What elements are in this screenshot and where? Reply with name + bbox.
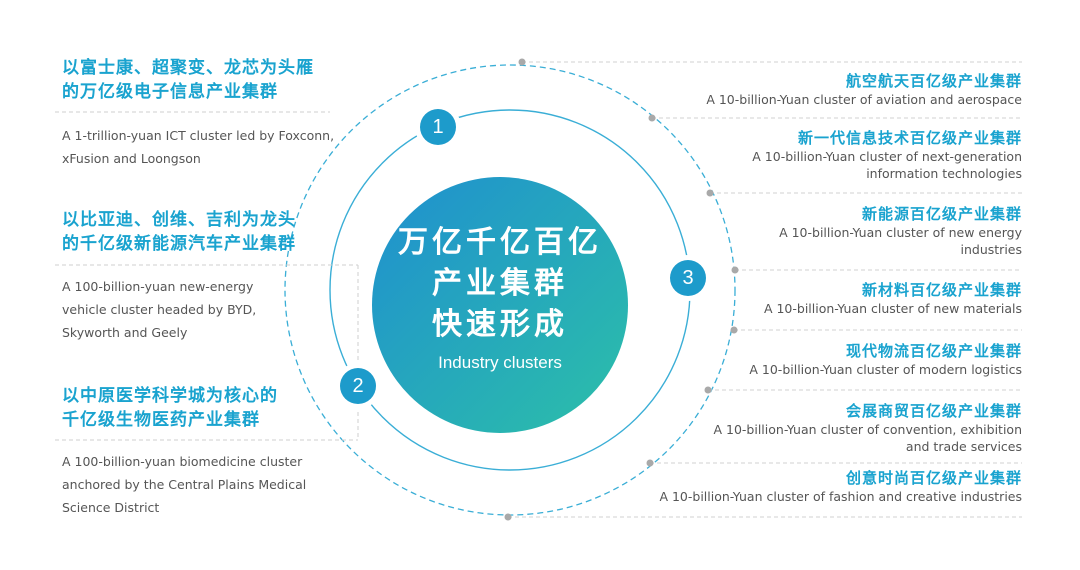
right-item-desc: A 10-billion-Yuan cluster of aviation an… [706,92,1022,107]
right-item-new-materials: 新材料百亿级产业集群 A 10-billion-Yuan cluster of … [764,280,1022,317]
ring-connector-dots [504,58,739,521]
right-item-fashion: 创意时尚百亿级产业集群 A 10-billion-Yuan cluster of… [659,468,1022,505]
right-item-title: 新能源百亿级产业集群 [861,205,1022,223]
left-group-3-title: 以中原医学科学城为核心的 千亿级生物医药产业集群 [62,386,278,430]
right-item-new-energy: 新能源百亿级产业集群 A 10-billion-Yuan cluster of … [779,204,1022,258]
right-item-title: 新一代信息技术百亿级产业集群 [797,129,1022,147]
right-item-desc: A 10-billion-Yuan cluster of new energy … [779,225,1022,257]
badge-2: 2 [340,368,376,404]
right-item-aviation: 航空航天百亿级产业集群 A 10-billion-Yuan cluster of… [706,71,1022,108]
badge-3: 3 [670,260,706,296]
right-item-desc: A 10-billion-Yuan cluster of fashion and… [659,489,1022,504]
center-line-1: 万亿千亿百亿 [398,225,602,260]
right-item-title: 航空航天百亿级产业集群 [845,72,1022,90]
center-gradient-circle [372,177,628,433]
left-group-1-title: 以富士康、超聚变、龙芯为头雁 的万亿级电子信息产业集群 [62,58,314,102]
right-item-it: 新一代信息技术百亿级产业集群 A 10-billion-Yuan cluster… [752,128,1022,182]
badge-1: 1 [420,109,456,145]
center-line-3: 快速形成 [432,307,568,342]
center-line-2: 产业集群 [432,266,568,301]
left-group-2-title: 以比亚迪、创维、吉利为龙头 的千亿级新能源汽车产业集群 [62,210,296,254]
right-item-title: 会展商贸百亿级产业集群 [845,402,1022,420]
right-item-title: 新材料百亿级产业集群 [861,281,1022,299]
center-label: 万亿千亿百亿 产业集群 快速形成 Industry clusters [375,222,625,375]
right-item-desc: A 10-billion-Yuan cluster of next-genera… [752,149,1022,181]
left-group-3-desc: A 100-billion-yuan biomedicine cluster a… [62,454,307,515]
right-item-desc: A 10-billion-Yuan cluster of new materia… [763,301,1022,316]
center-subtitle: Industry clusters [438,353,562,372]
right-item-logistics: 现代物流百亿级产业集群 A 10-billion-Yuan cluster of… [749,341,1022,378]
right-dividers [508,61,1022,518]
right-item-desc: A 10-billion-Yuan cluster of convention,… [713,422,1022,454]
right-item-title: 创意时尚百亿级产业集群 [845,469,1022,487]
right-item-convention: 会展商贸百亿级产业集群 A 10-billion-Yuan cluster of… [713,401,1022,455]
left-group-1-desc: A 1-trillion-yuan ICT cluster led by Fox… [62,128,335,166]
right-item-title: 现代物流百亿级产业集群 [845,342,1022,360]
right-item-desc: A 10-billion-Yuan cluster of modern logi… [749,362,1022,377]
left-group-2-desc: A 100-billion-yuan new-energy vehicle cl… [62,279,257,340]
